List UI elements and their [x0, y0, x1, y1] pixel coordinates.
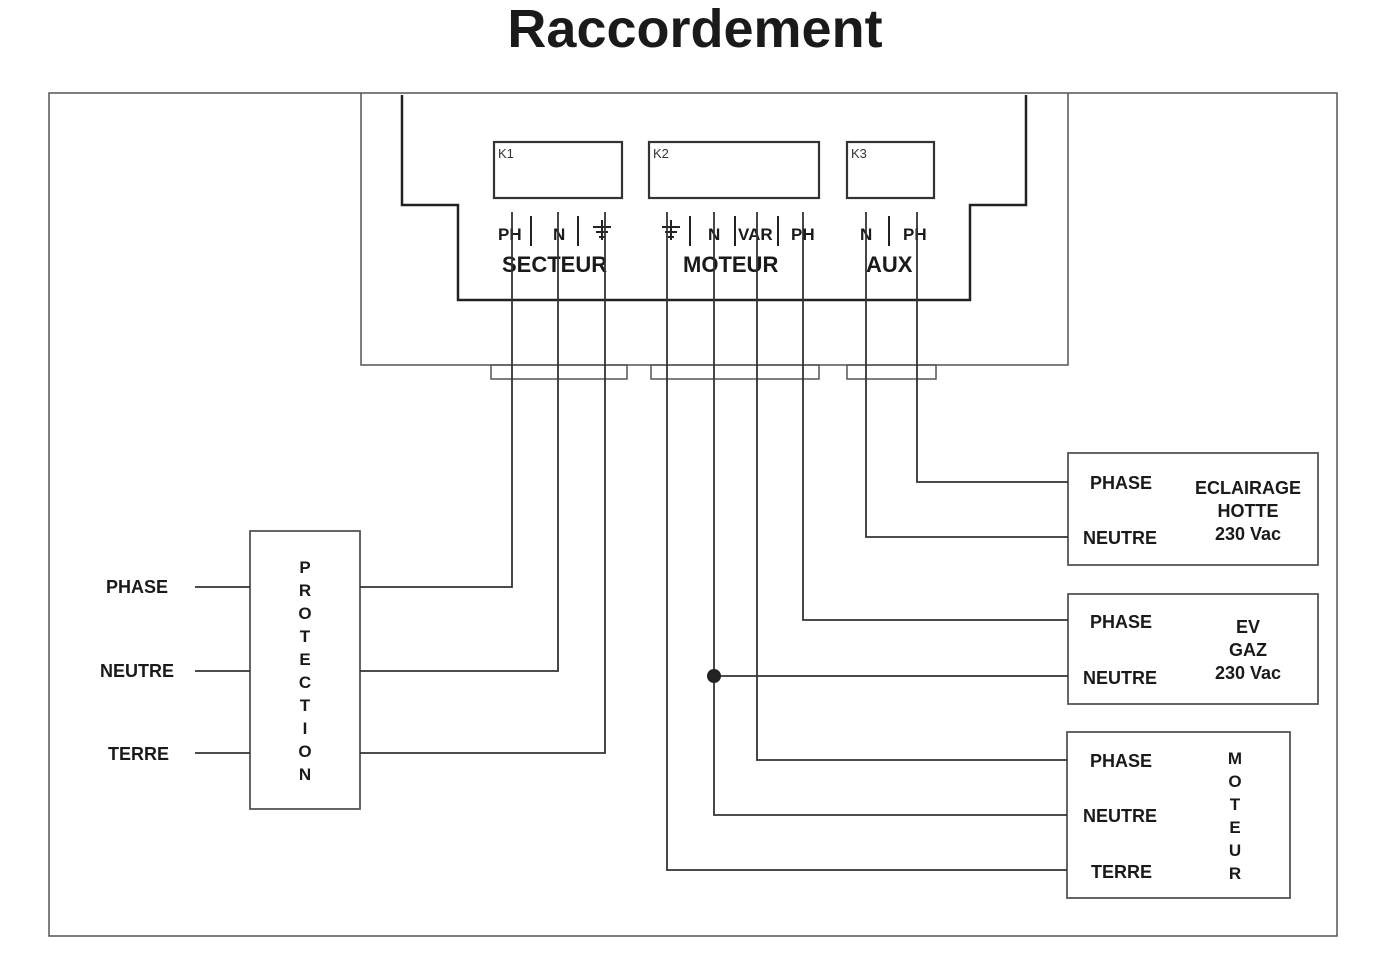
terminal-block-k2: K2 N VAR PH MOTEUR: [647, 140, 821, 277]
svg-text:T: T: [1230, 795, 1241, 814]
wire-secteur-earth: [360, 212, 606, 754]
wire-aux-ph: [916, 212, 1068, 483]
svg-text:C: C: [299, 673, 311, 692]
svg-text:O: O: [1228, 772, 1241, 791]
moteur-neutre-label: NEUTRE: [1083, 806, 1157, 826]
ground-symbol-icon: [593, 220, 611, 240]
svg-text:T: T: [300, 627, 311, 646]
ev-gaz-neutre-label: NEUTRE: [1083, 668, 1157, 688]
terminal-block-k1-ref: K1: [498, 146, 514, 161]
eclairage-name: ECLAIRAGE HOTTE 230 Vac: [1195, 478, 1301, 544]
load-box-ev-gaz: [1067, 593, 1319, 705]
ev-gaz-phase-label: PHASE: [1090, 612, 1152, 632]
wire-moteur-n: [713, 212, 1067, 816]
k1-group-label: SECTEUR: [502, 252, 607, 277]
k1-terminal-n: N: [553, 225, 565, 244]
eclairage-phase-label: PHASE: [1090, 473, 1152, 493]
outer-frame: [48, 92, 1338, 937]
terminal-block-k3: K3 N PH AUX: [845, 140, 936, 277]
ground-symbol-icon: [662, 220, 680, 240]
protection-box: [249, 530, 361, 810]
svg-text:230 Vac: 230 Vac: [1215, 524, 1281, 544]
svg-text:EV: EV: [1236, 617, 1260, 637]
protection-label: P R O T E C T I O N: [298, 558, 311, 784]
wire-secteur-n: [360, 212, 559, 672]
k3-group-label: AUX: [866, 252, 913, 277]
moteur-name: M O T E U R: [1228, 749, 1242, 883]
connector-tab-k2: [650, 364, 820, 380]
svg-text:I: I: [303, 719, 308, 738]
k3-terminal-ph: PH: [903, 225, 927, 244]
terminal-block-k1: K1 PH N SECTEUR: [492, 140, 624, 277]
wire-aux-n: [865, 212, 1068, 538]
ev-gaz-name: EV GAZ 230 Vac: [1215, 617, 1281, 683]
svg-text:230 Vac: 230 Vac: [1215, 663, 1281, 683]
junction-dot: [707, 669, 721, 683]
svg-text:R: R: [1229, 864, 1241, 883]
moteur-phase-label: PHASE: [1090, 751, 1152, 771]
eclairage-neutre-label: NEUTRE: [1083, 528, 1157, 548]
wire-secteur-ph: [360, 212, 513, 588]
svg-text:O: O: [298, 742, 311, 761]
svg-text:U: U: [1229, 841, 1241, 860]
svg-text:P: P: [299, 558, 310, 577]
connector-tab-k1: [490, 364, 628, 380]
svg-text:N: N: [299, 765, 311, 784]
wire-moteur-earth: [666, 212, 1067, 871]
k2-group-label: MOTEUR: [683, 252, 778, 277]
svg-text:ECLAIRAGE: ECLAIRAGE: [1195, 478, 1301, 498]
supply-phase-label: PHASE: [106, 577, 168, 597]
svg-text:M: M: [1228, 749, 1242, 768]
page-title: Raccordement: [507, 0, 883, 59]
moteur-terre-label: TERRE: [1091, 862, 1152, 882]
wire-moteur-var: [756, 212, 1067, 761]
load-box-eclairage-hotte: [1067, 452, 1319, 566]
svg-text:E: E: [1229, 818, 1240, 837]
svg-text:R: R: [299, 581, 311, 600]
wire-moteur-ph: [802, 212, 1068, 621]
svg-text:T: T: [300, 696, 311, 715]
svg-text:O: O: [298, 604, 311, 623]
supply-neutre-label: NEUTRE: [100, 661, 174, 681]
k2-terminal-var: VAR: [738, 225, 773, 244]
terminal-block-k2-ref: K2: [653, 146, 669, 161]
svg-text:HOTTE: HOTTE: [1218, 501, 1279, 521]
connector-tab-k3: [846, 364, 937, 380]
svg-text:E: E: [299, 650, 310, 669]
k1-terminal-ph: PH: [498, 225, 522, 244]
svg-text:GAZ: GAZ: [1229, 640, 1267, 660]
supply-terre-label: TERRE: [108, 744, 169, 764]
terminal-block-k3-ref: K3: [851, 146, 867, 161]
